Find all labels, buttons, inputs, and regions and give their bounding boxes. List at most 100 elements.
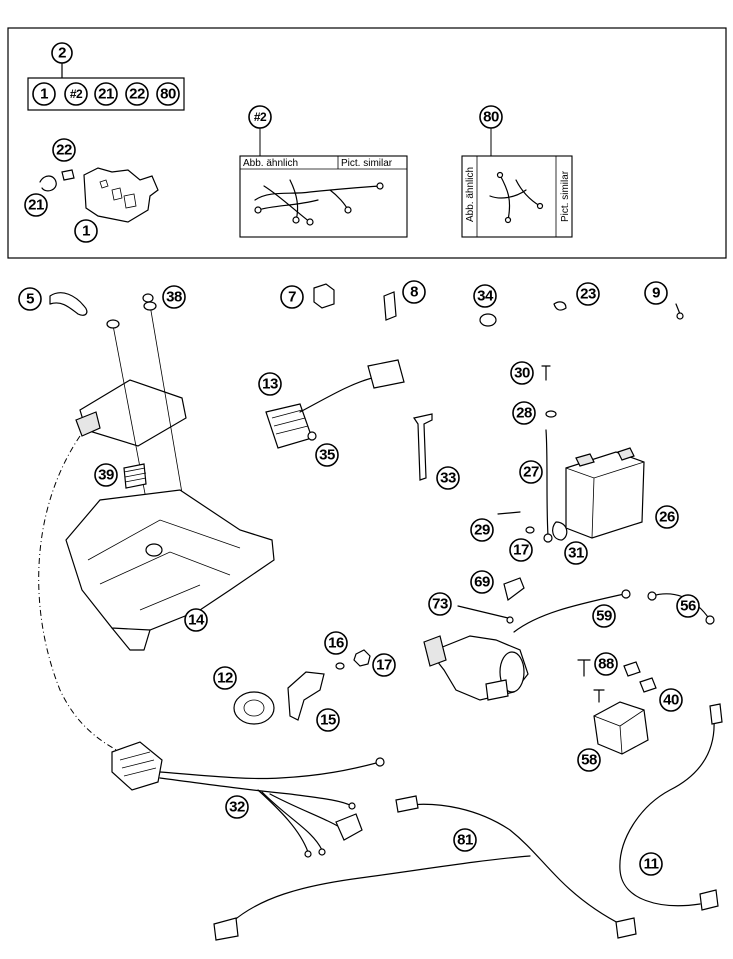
callout-88[interactable]: 88 [594, 652, 618, 676]
kit-item-harness[interactable]: #2 [64, 82, 88, 106]
nut-17a-illustration [525, 526, 535, 534]
starter-cable-59-illustration [513, 589, 631, 633]
callout-17-battery[interactable]: 17 [509, 538, 533, 562]
callout-14[interactable]: 14 [184, 608, 208, 632]
screw-88-illustration [577, 659, 605, 703]
svg-text:88: 88 [598, 656, 614, 673]
callout-33[interactable]: 33 [436, 466, 460, 490]
callout-21-inset[interactable]: 21 [24, 193, 48, 217]
main-harness-32-illustration [111, 741, 385, 858]
svg-text:21: 21 [98, 86, 114, 103]
callout-81[interactable]: 81 [453, 828, 477, 852]
kit-item-21[interactable]: 21 [94, 82, 118, 106]
svg-text:21: 21 [28, 197, 44, 214]
svg-text:8: 8 [410, 284, 418, 301]
callout-27[interactable]: 27 [519, 460, 543, 484]
regulator-13-illustration [265, 359, 405, 449]
callout-26[interactable]: 26 [655, 505, 679, 529]
callout-40[interactable]: 40 [659, 688, 683, 712]
svg-text:80: 80 [483, 109, 499, 126]
screw-30-illustration [541, 365, 551, 381]
svg-text:30: 30 [514, 365, 530, 382]
svg-text:35: 35 [319, 447, 335, 464]
callout-11[interactable]: 11 [639, 852, 663, 876]
kit-item-22[interactable]: 22 [125, 82, 149, 106]
callout-34[interactable]: 34 [473, 284, 497, 308]
callout-32[interactable]: 32 [225, 795, 249, 819]
svg-text:69: 69 [474, 574, 490, 591]
nut-17b-illustration [353, 649, 371, 667]
kit-items-box [27, 77, 185, 111]
svg-text:29: 29 [474, 522, 490, 539]
svg-text:58: 58 [581, 752, 597, 769]
svg-text:81: 81 [457, 832, 473, 849]
callout-56[interactable]: 56 [676, 594, 700, 618]
callout-38[interactable]: 38 [162, 285, 186, 309]
screw-73-illustration [457, 605, 514, 624]
svg-text:2: 2 [58, 45, 66, 62]
callout-39[interactable]: 39 [94, 463, 118, 487]
cdi-harness-dashline [38, 435, 121, 753]
screw-29-illustration [497, 511, 521, 515]
callout-59[interactable]: 59 [592, 604, 616, 628]
svg-text:14: 14 [188, 612, 205, 629]
harness-inset-illustration [254, 179, 384, 226]
harness-inset-frame [239, 155, 408, 238]
callout-13[interactable]: 13 [258, 372, 282, 396]
callout-7[interactable]: 7 [280, 285, 304, 309]
callout-23[interactable]: 23 [576, 282, 600, 306]
part80-inset-label-de: Abb. ähnlich [465, 167, 476, 222]
callout-8[interactable]: 8 [402, 280, 426, 304]
part80-inset-frame [461, 155, 573, 238]
battery-26-illustration [565, 447, 645, 539]
battery-box-14-illustration [65, 489, 275, 651]
callout-12[interactable]: 12 [213, 666, 237, 690]
harness-81-illustration [213, 795, 637, 941]
svg-text:17: 17 [513, 542, 529, 559]
svg-text:17: 17 [376, 657, 392, 674]
harness-inset-callout[interactable]: #2 [248, 105, 272, 129]
part80-inset-callout[interactable]: 80 [479, 105, 503, 129]
callout-69[interactable]: 69 [470, 570, 494, 594]
svg-text:1: 1 [40, 86, 48, 103]
svg-text:34: 34 [477, 288, 494, 305]
callout-30[interactable]: 30 [510, 361, 534, 385]
rubber-grommet-illustration [142, 293, 154, 303]
callout-1-inset[interactable]: 1 [74, 219, 98, 243]
kit-frame [7, 27, 727, 259]
horn-12-illustration [233, 691, 275, 725]
svg-text:22: 22 [129, 86, 145, 103]
kit-item-80[interactable]: 80 [156, 82, 180, 106]
terminal-cover-31-illustration [552, 521, 568, 541]
relay-illustration [313, 283, 335, 309]
starter-relay-58-illustration [593, 701, 649, 755]
cdi-unit-illustration [75, 301, 191, 541]
svg-text:5: 5 [26, 291, 34, 308]
callout-58[interactable]: 58 [577, 748, 601, 772]
callout-15[interactable]: 15 [316, 708, 340, 732]
callout-22-inset[interactable]: 22 [52, 138, 76, 162]
svg-text:#2: #2 [254, 110, 267, 124]
svg-text:28: 28 [516, 405, 532, 422]
clamp-34-illustration [479, 313, 497, 327]
kit-title-callout[interactable]: 2 [51, 42, 73, 64]
svg-text:23: 23 [580, 286, 596, 303]
harness-inset-label-en: Pict. similar [341, 158, 393, 169]
callout-29[interactable]: 29 [470, 518, 494, 542]
callout-5[interactable]: 5 [18, 287, 42, 311]
callout-73[interactable]: 73 [428, 592, 452, 616]
callout-35[interactable]: 35 [315, 443, 339, 467]
callout-9[interactable]: 9 [644, 281, 668, 305]
svg-text:40: 40 [663, 692, 679, 709]
svg-text:56: 56 [680, 598, 696, 615]
washer-28-illustration [545, 410, 557, 418]
callout-16[interactable]: 16 [324, 631, 348, 655]
starter-motor-illustration [423, 635, 529, 701]
svg-text:11: 11 [644, 856, 659, 873]
callout-17-horn[interactable]: 17 [372, 653, 396, 677]
callout-28[interactable]: 28 [512, 401, 536, 425]
callout-31[interactable]: 31 [564, 541, 588, 565]
kit-item-1[interactable]: 1 [32, 82, 56, 106]
svg-text:#2: #2 [70, 87, 83, 101]
svg-text:27: 27 [523, 464, 539, 481]
